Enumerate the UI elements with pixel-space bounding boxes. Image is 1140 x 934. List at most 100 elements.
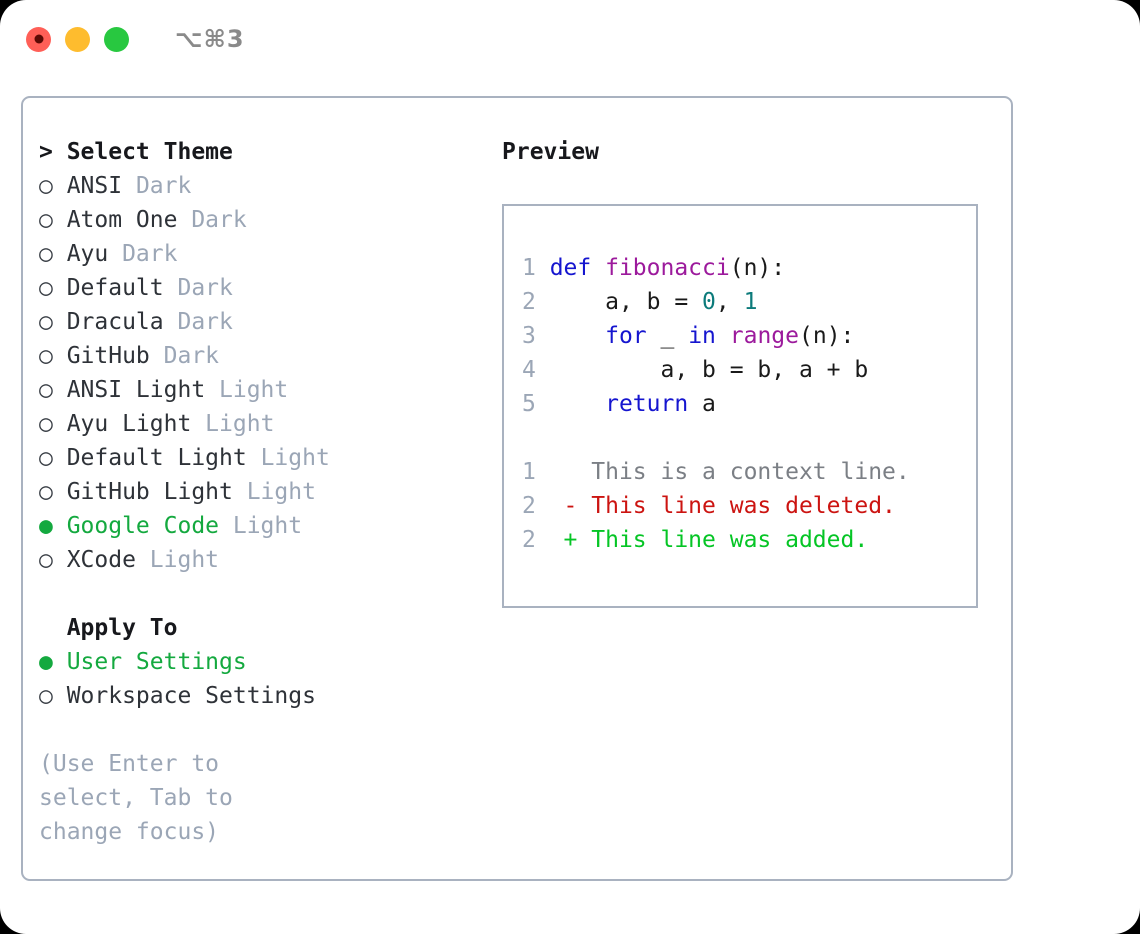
code-token: (n): <box>729 255 786 281</box>
traffic-light-group <box>26 26 129 52</box>
theme-variant-tag: Light <box>135 547 220 573</box>
radio-empty-icon: ○ <box>39 275 53 301</box>
preview-heading: Preview <box>502 139 599 165</box>
apply-to-item[interactable]: ● User Settings <box>39 645 489 679</box>
radio-empty-icon: ○ <box>39 479 53 505</box>
theme-list-item[interactable]: ○ Atom One Dark <box>39 203 489 237</box>
gutter-space <box>536 459 564 485</box>
apply-to-list[interactable]: ● User Settings○ Workspace Settings <box>39 645 489 713</box>
code-diff-separator <box>522 421 976 455</box>
theme-name: Ayu Light <box>52 411 192 437</box>
gutter-space <box>536 255 550 281</box>
diff-sample: 1 This is a context line.2 - This line w… <box>522 455 976 557</box>
theme-list-item[interactable]: ● Google Code Light <box>39 509 489 543</box>
radio-selected-icon: ● <box>39 513 53 539</box>
radio-empty-icon: ○ <box>39 343 53 369</box>
theme-list-item[interactable]: ○ XCode Light <box>39 543 489 577</box>
code-token <box>550 323 605 349</box>
minimize-button[interactable] <box>65 26 90 52</box>
theme-variant-tag: Light <box>205 377 289 403</box>
theme-list-item[interactable]: ○ ANSI Dark <box>39 169 489 203</box>
theme-name: Ayu <box>52 241 109 267</box>
gutter-space <box>536 527 564 553</box>
theme-variant-tag: Dark <box>163 275 233 301</box>
radio-empty-icon: ○ <box>39 547 53 573</box>
apply-to-label: User Settings <box>52 649 247 675</box>
theme-name: GitHub Light <box>52 479 233 505</box>
theme-variant-tag: Dark <box>108 241 178 267</box>
theme-variant-tag: Light <box>246 445 330 471</box>
gutter-space <box>536 493 564 519</box>
keyboard-hint: (Use Enter to select, Tab to change focu… <box>39 751 233 845</box>
code-token: range <box>729 323 799 349</box>
gutter-space <box>536 357 550 383</box>
gutter-space <box>536 289 550 315</box>
diff-line: 1 This is a context line. <box>522 455 976 489</box>
code-token: in <box>688 323 716 349</box>
code-token: a, b = b, a + b <box>549 357 869 383</box>
diff-marker <box>564 459 592 485</box>
theme-variant-tag: Dark <box>149 343 220 369</box>
code-line: 2 a, b = 0, 1 <box>522 285 976 319</box>
theme-variant-tag: Light <box>232 479 316 505</box>
theme-list-item[interactable]: ○ GitHub Light Light <box>39 475 489 509</box>
code-token: (n): <box>799 323 855 349</box>
theme-list-item[interactable]: ○ GitHub Dark <box>39 339 489 373</box>
theme-picker-column: > Select Theme ○ ANSI Dark○ Atom One Dar… <box>39 135 489 849</box>
theme-list-item[interactable]: ○ Default Light Light <box>39 441 489 475</box>
radio-empty-icon: ○ <box>39 411 53 437</box>
theme-name: Default <box>52 275 164 301</box>
theme-list-item[interactable]: ○ Ayu Dark <box>39 237 489 271</box>
code-line: 1 def fibonacci(n): <box>522 251 976 285</box>
title-bar: ⌥⌘3 <box>0 0 1140 78</box>
radio-empty-icon: ○ <box>39 445 53 471</box>
radio-empty-icon: ○ <box>39 207 53 233</box>
close-button[interactable] <box>26 26 51 52</box>
select-theme-heading: > Select Theme <box>39 139 233 165</box>
theme-name: Dracula <box>52 309 164 335</box>
gutter-space <box>536 391 550 417</box>
line-number: 1 <box>522 255 536 281</box>
code-token: fibonacci <box>605 255 730 281</box>
diff-marker: + <box>563 527 592 553</box>
code-token: _ <box>646 323 689 349</box>
code-token: 0 <box>702 289 716 315</box>
line-number: 5 <box>522 391 536 417</box>
theme-name: ANSI Light <box>52 377 206 403</box>
radio-empty-icon: ○ <box>39 377 53 403</box>
theme-list-item[interactable]: ○ Ayu Light Light <box>39 407 489 441</box>
code-token <box>716 323 730 349</box>
code-token <box>550 391 605 417</box>
diff-line: 2 + This line was added. <box>522 523 976 557</box>
diff-line: 2 - This line was deleted. <box>522 489 976 523</box>
theme-name: XCode <box>52 547 136 573</box>
window-title: ⌥⌘3 <box>175 25 245 53</box>
theme-variant-tag: Light <box>219 513 303 539</box>
code-token: return <box>605 391 689 417</box>
theme-name: Atom One <box>52 207 178 233</box>
radio-empty-icon: ○ <box>39 683 53 709</box>
radio-empty-icon: ○ <box>39 241 53 267</box>
code-token: , <box>715 289 744 315</box>
theme-variant-tag: Dark <box>122 173 192 199</box>
code-line: 4 a, b = b, a + b <box>522 353 976 387</box>
theme-list-item[interactable]: ○ Dracula Dark <box>39 305 489 339</box>
theme-name: Default Light <box>52 445 247 471</box>
maximize-button[interactable] <box>104 26 129 52</box>
theme-list[interactable]: ○ ANSI Dark○ Atom One Dark○ Ayu Dark○ De… <box>39 169 489 577</box>
code-token: a <box>688 391 716 417</box>
diff-marker: - <box>563 493 592 519</box>
main-panel: > Select Theme ○ ANSI Dark○ Atom One Dar… <box>21 96 1013 881</box>
apply-to-item[interactable]: ○ Workspace Settings <box>39 679 489 713</box>
code-token: 1 <box>743 289 758 315</box>
list-spacer <box>39 577 489 611</box>
theme-list-item[interactable]: ○ Default Dark <box>39 271 489 305</box>
theme-variant-tag: Dark <box>163 309 233 335</box>
line-number: 2 <box>522 527 536 553</box>
code-line: 3 for _ in range(n): <box>522 319 976 353</box>
theme-name: ANSI <box>52 173 123 199</box>
code-token: def <box>549 255 606 281</box>
theme-list-item[interactable]: ○ ANSI Light Light <box>39 373 489 407</box>
